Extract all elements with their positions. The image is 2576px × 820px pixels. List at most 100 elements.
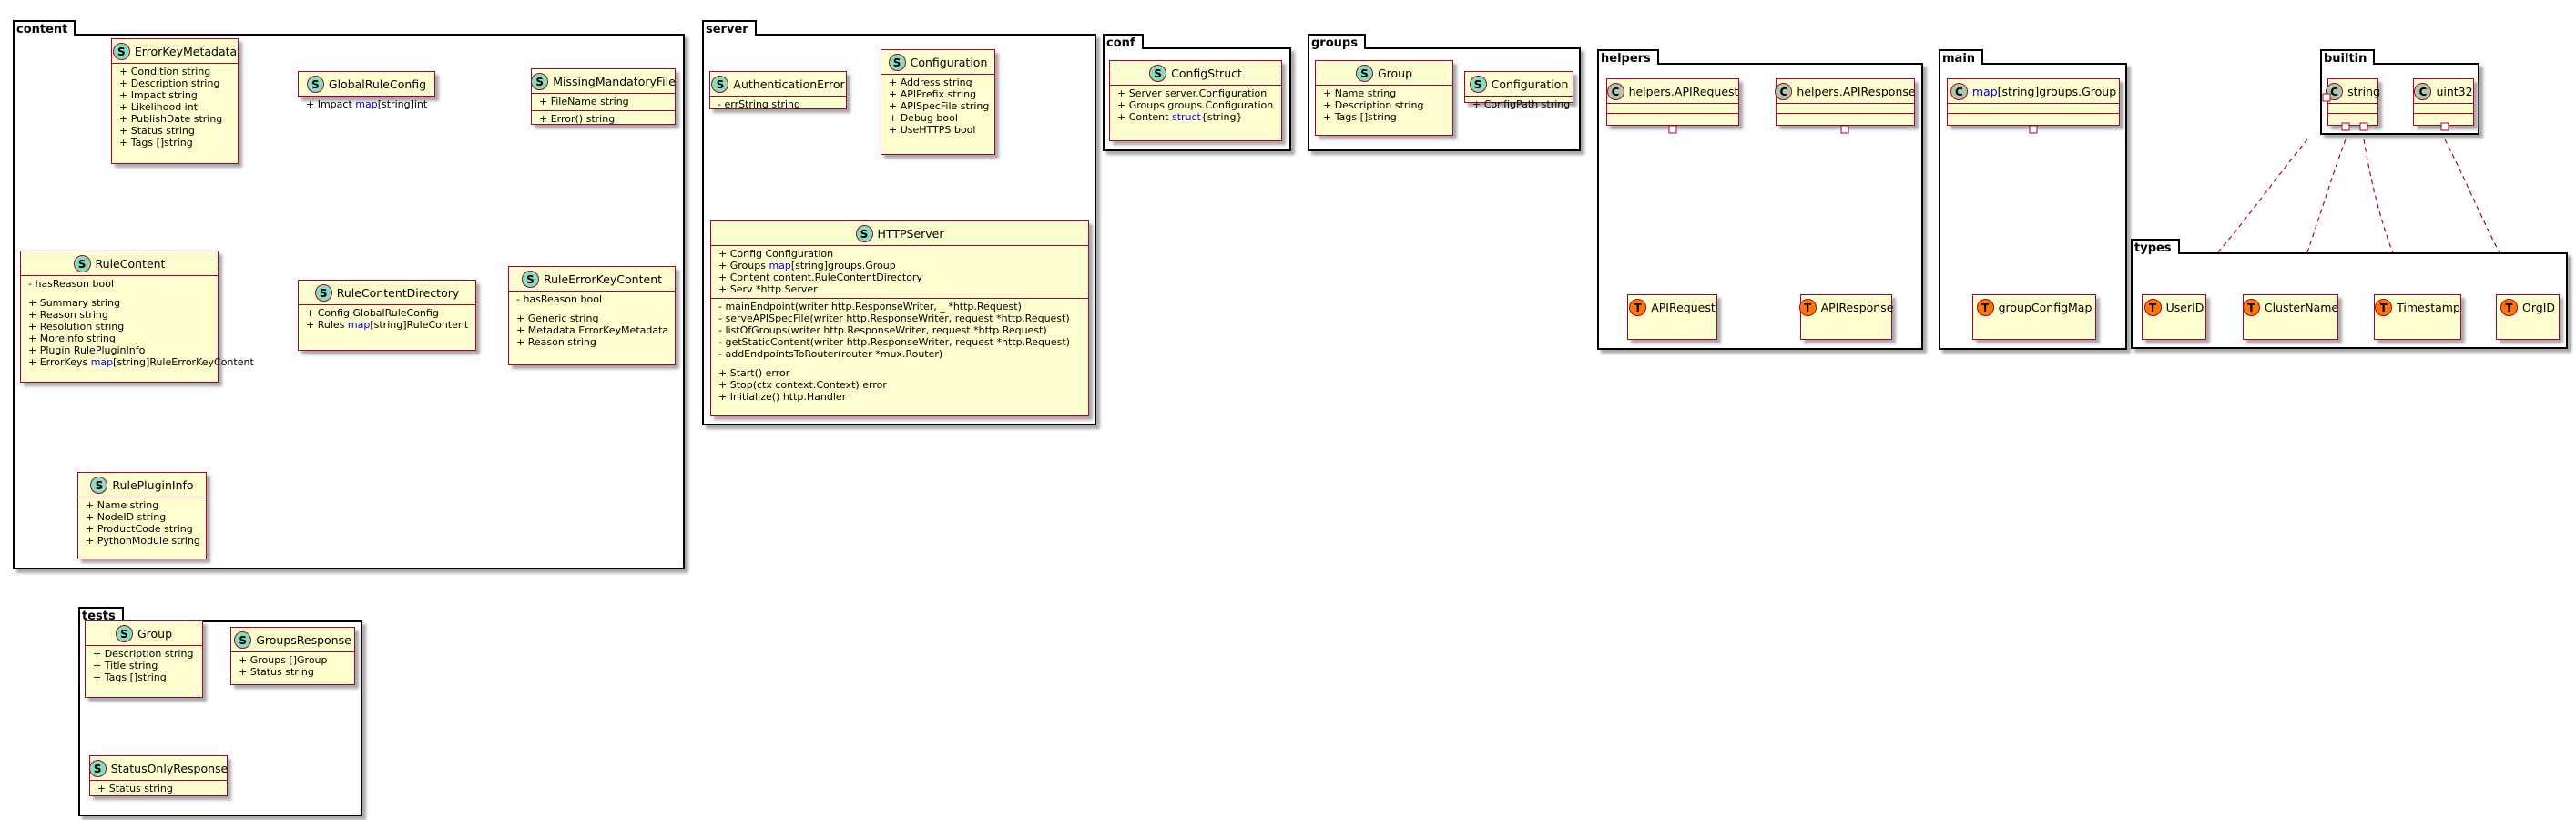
class-fields: + Groups []Group+ Status string (231, 651, 354, 681)
class-server-authenticationerror[interactable]: S AuthenticationError - errString string (709, 71, 847, 110)
class-name: helpers.APIRequest (1628, 85, 1739, 98)
public-member: + ProductCode string (86, 523, 193, 535)
class-header: S AuthenticationError (710, 72, 846, 96)
public-member: + Start() error (718, 367, 790, 379)
member-spacer (28, 290, 210, 297)
public-member: + Generic string (516, 313, 599, 324)
public-member: + ConfigPath string (1472, 98, 1571, 110)
class-name: RuleContentDirectory (336, 286, 460, 300)
class-fields (1948, 103, 2119, 113)
public-member: + Tags []string (93, 671, 167, 683)
public-member: + Rules map[string]RuleContent (306, 319, 469, 331)
public-member: + PublishDate string (119, 113, 223, 125)
private-member: - hasReason bool (28, 278, 114, 290)
class-content-errorkeymetadata[interactable]: S ErrorKeyMetadata + Condition string+ Des… (111, 38, 239, 164)
class-helpers-apirequest[interactable]: T APIRequest (1627, 294, 1717, 340)
class-name: APIRequest (1651, 301, 1716, 314)
class-methods (1948, 113, 2119, 126)
class-fields: + Name string+ NodeID string+ ProductCod… (78, 497, 206, 549)
public-member: + Description string (119, 77, 220, 89)
class-name: RulePluginInfo (112, 478, 194, 492)
public-member: + Error() string (539, 113, 616, 125)
public-member: + Content content.RuleContentDirectory (718, 272, 922, 283)
class-fields: + Config Configuration+ Groups map[strin… (711, 245, 1088, 298)
class-header: S MissingMandatoryFile (531, 69, 676, 93)
class-methods (1777, 113, 1914, 126)
public-member: + Status string (119, 125, 195, 137)
stereotype-s-icon: S (112, 43, 130, 60)
stereotype-s-icon: S (888, 54, 906, 71)
class-name: UserID (2165, 301, 2204, 314)
stereotype-c-icon: C (1606, 83, 1624, 100)
private-member: - errString string (718, 98, 800, 110)
member-spacer (516, 305, 667, 313)
class-name: MissingMandatoryFile (553, 75, 676, 88)
public-member: + ErrorKeys map[string]RuleErrorKeyConte… (28, 356, 254, 368)
stereotype-s-icon: S (711, 76, 729, 93)
class-methods: - mainEndpoint(writer http.ResponseWrite… (711, 298, 1088, 405)
stereotype-s-icon: S (1355, 65, 1373, 82)
class-content-missingmandatoryfile[interactable]: S MissingMandatoryFile + FileName string + … (531, 68, 676, 125)
class-header: S ErrorKeyMetadata (112, 39, 238, 63)
class-fields: + Condition string+ Description string+ … (112, 63, 238, 151)
class-fields: + Status string (90, 780, 227, 797)
public-member: + PythonModule string (86, 535, 200, 547)
public-member: + Name string (1323, 87, 1397, 99)
private-member: - listOfGroups(writer http.ResponseWrite… (718, 324, 1047, 336)
class-fields: + FileName string (532, 93, 675, 110)
stereotype-t-icon: T (2242, 299, 2260, 316)
public-member: + Title string (93, 660, 158, 671)
stereotype-s-icon: S (531, 73, 549, 90)
public-member: + Config Configuration (718, 248, 834, 260)
stereotype-s-icon: S (1149, 65, 1167, 82)
class-name: AuthenticationError (733, 77, 845, 91)
stereotype-c-icon: C (2326, 83, 2344, 100)
stereotype-t-icon: T (1629, 299, 1647, 316)
public-member: + Status string (239, 666, 314, 678)
stereotype-s-icon: S (115, 625, 133, 642)
package-label: conf (1103, 34, 1144, 50)
class-name: ErrorKeyMetadata (134, 45, 238, 58)
package-label: main (1939, 49, 1984, 66)
class-fields: + Name string+ Description string+ Tags … (1316, 85, 1452, 126)
private-member: - getStaticContent(writer http.ResponseW… (718, 336, 1071, 348)
class-methods (1607, 113, 1738, 126)
package-label: helpers (1597, 49, 1659, 66)
public-member: + Plugin RulePluginInfo (28, 344, 146, 356)
class-methods (2414, 113, 2473, 126)
private-member: - hasReason bool (516, 293, 602, 305)
class-header: T APIRequest (1628, 295, 1716, 319)
stereotype-s-icon: S (1469, 76, 1487, 93)
public-member: + UseHTTPS bool (889, 124, 976, 136)
